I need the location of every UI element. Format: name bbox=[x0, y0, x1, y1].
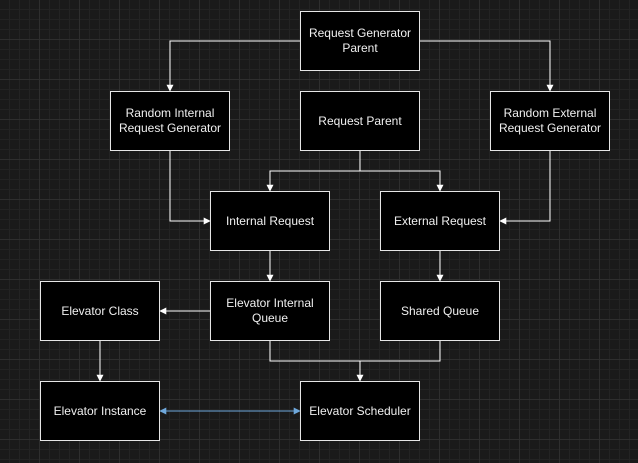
edge-shared-queue-to-scheduler bbox=[360, 341, 441, 362]
edge-request-parent-to-external-request bbox=[360, 170, 444, 192]
node-random-external-request-generator[interactable]: Random External Request Generator bbox=[490, 91, 610, 151]
edge-generator-parent-to-external-generator bbox=[420, 40, 554, 92]
edge-internal-generator-to-internal-request bbox=[169, 151, 211, 225]
node-elevator-class[interactable]: Elevator Class bbox=[40, 281, 160, 341]
node-random-internal-request-generator[interactable]: Random Internal Request Generator bbox=[110, 91, 230, 151]
node-request-parent[interactable]: Request Parent bbox=[300, 91, 420, 151]
edge-internal-queue-to-scheduler bbox=[269, 341, 364, 382]
node-external-request[interactable]: External Request bbox=[380, 191, 500, 251]
edge-generator-parent-to-internal-generator bbox=[166, 40, 300, 92]
edge-external-generator-to-external-request bbox=[499, 151, 551, 225]
node-elevator-instance[interactable]: Elevator Instance bbox=[40, 381, 160, 441]
node-shared-queue[interactable]: Shared Queue bbox=[380, 281, 500, 341]
edge-request-parent-to-internal-request bbox=[266, 151, 361, 192]
node-request-generator-parent[interactable]: Request Generator Parent bbox=[300, 11, 420, 71]
node-internal-request[interactable]: Internal Request bbox=[210, 191, 330, 251]
node-elevator-internal-queue[interactable]: Elevator Internal Queue bbox=[210, 281, 330, 341]
node-elevator-scheduler[interactable]: Elevator Scheduler bbox=[300, 381, 420, 441]
